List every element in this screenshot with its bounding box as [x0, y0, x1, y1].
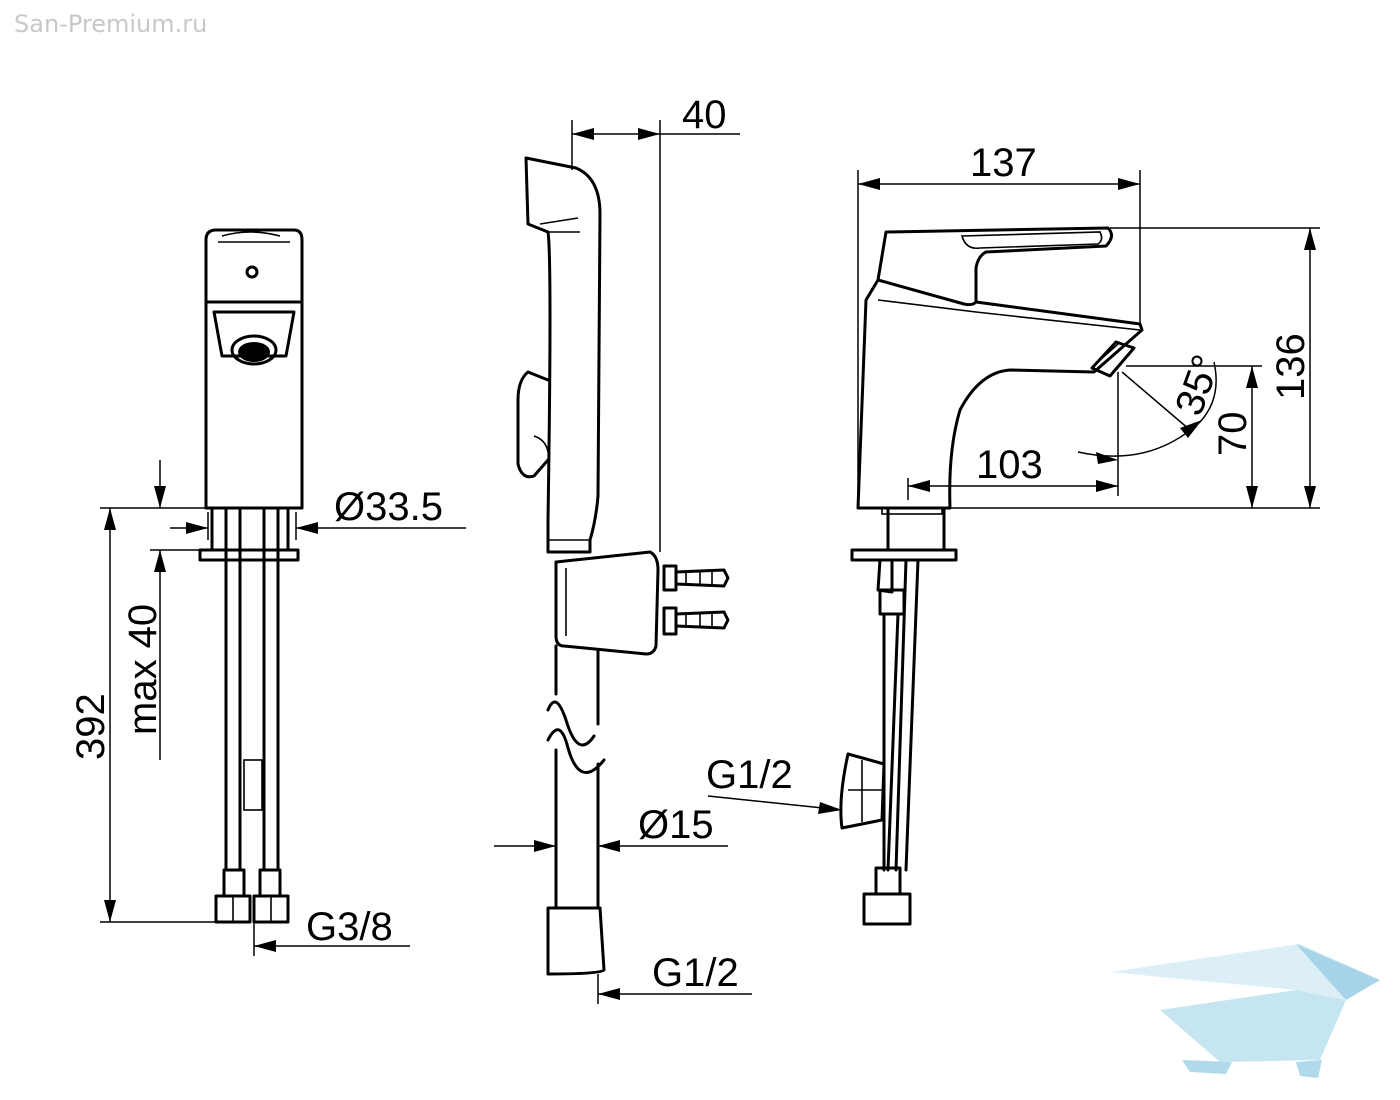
front-view: 392 max 40 Ø33.5 G3/8: [69, 228, 466, 956]
right-view: 137 136 70 103 35° G1/2: [706, 141, 1320, 926]
dim-137-label: 137: [970, 141, 1037, 185]
dim-diameter-15-label: Ø15: [638, 803, 714, 847]
dim-g3-8-label: G3/8: [306, 905, 393, 949]
hose-end-fitting: [546, 906, 606, 976]
dim-103-label: 103: [976, 443, 1043, 487]
dim-136-label: 136: [1269, 333, 1313, 400]
dim-side-g1-2-label: G1/2: [652, 951, 739, 995]
front-deck-plate: [198, 548, 300, 562]
dim-70-label: 70: [1211, 412, 1255, 457]
front-faucet-body: [204, 300, 304, 510]
right-side-outlet: [839, 752, 886, 830]
right-faucet-body: [856, 278, 1144, 510]
right-deck-plate: [850, 548, 958, 562]
dim-right-g1-2-label: G1/2: [706, 753, 793, 797]
dim-392-label: 392: [69, 693, 113, 760]
right-nut: [862, 892, 912, 926]
side-view: 40 Ø15 G1/2: [494, 93, 752, 1004]
shower-holder: [554, 550, 660, 656]
right-lever: [876, 226, 1113, 307]
front-lever: [204, 228, 304, 304]
hand-shower: [524, 156, 602, 554]
watermark-text: San-Premium.ru: [14, 10, 208, 38]
dim-35-degree-label: 35°: [1167, 349, 1229, 421]
dim-max40-label: max 40: [121, 604, 165, 735]
dim-40-label: 40: [682, 93, 727, 137]
logo-watermark: [1110, 944, 1380, 1078]
dim-diameter-33-5-label: Ø33.5: [334, 485, 443, 529]
